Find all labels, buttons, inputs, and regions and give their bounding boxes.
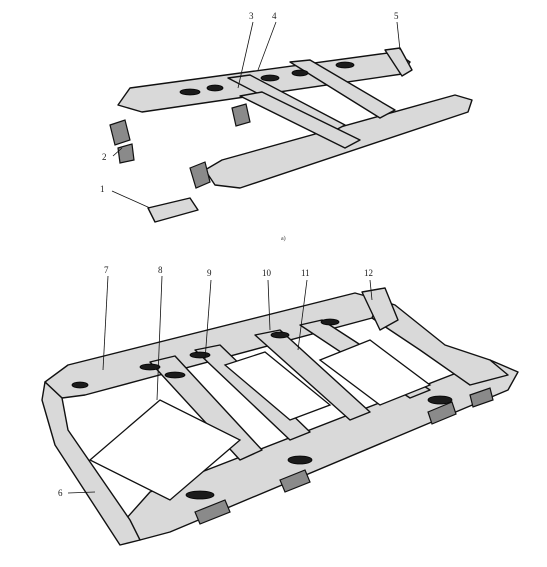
callout-1: 1 [100, 184, 105, 194]
callout-5: 5 [394, 11, 399, 21]
callout-4: 4 [272, 11, 277, 21]
upper-frame-assembly [109, 47, 473, 223]
lower-frame-assembly [41, 287, 519, 546]
callout-3: 3 [249, 11, 254, 21]
callout-12: 12 [364, 268, 373, 278]
lower-leader-lines [67, 275, 373, 494]
upper-leader-lines [111, 21, 401, 209]
callout-9: 9 [207, 268, 212, 278]
callout-8: 8 [158, 265, 163, 275]
callout-11: 11 [301, 268, 310, 278]
callout-7: 7 [104, 265, 109, 275]
callout-10: 10 [262, 268, 272, 278]
callout-6: 6 [58, 488, 63, 498]
subfigure-a-caption: a) [281, 235, 286, 242]
callout-2: 2 [102, 152, 107, 162]
